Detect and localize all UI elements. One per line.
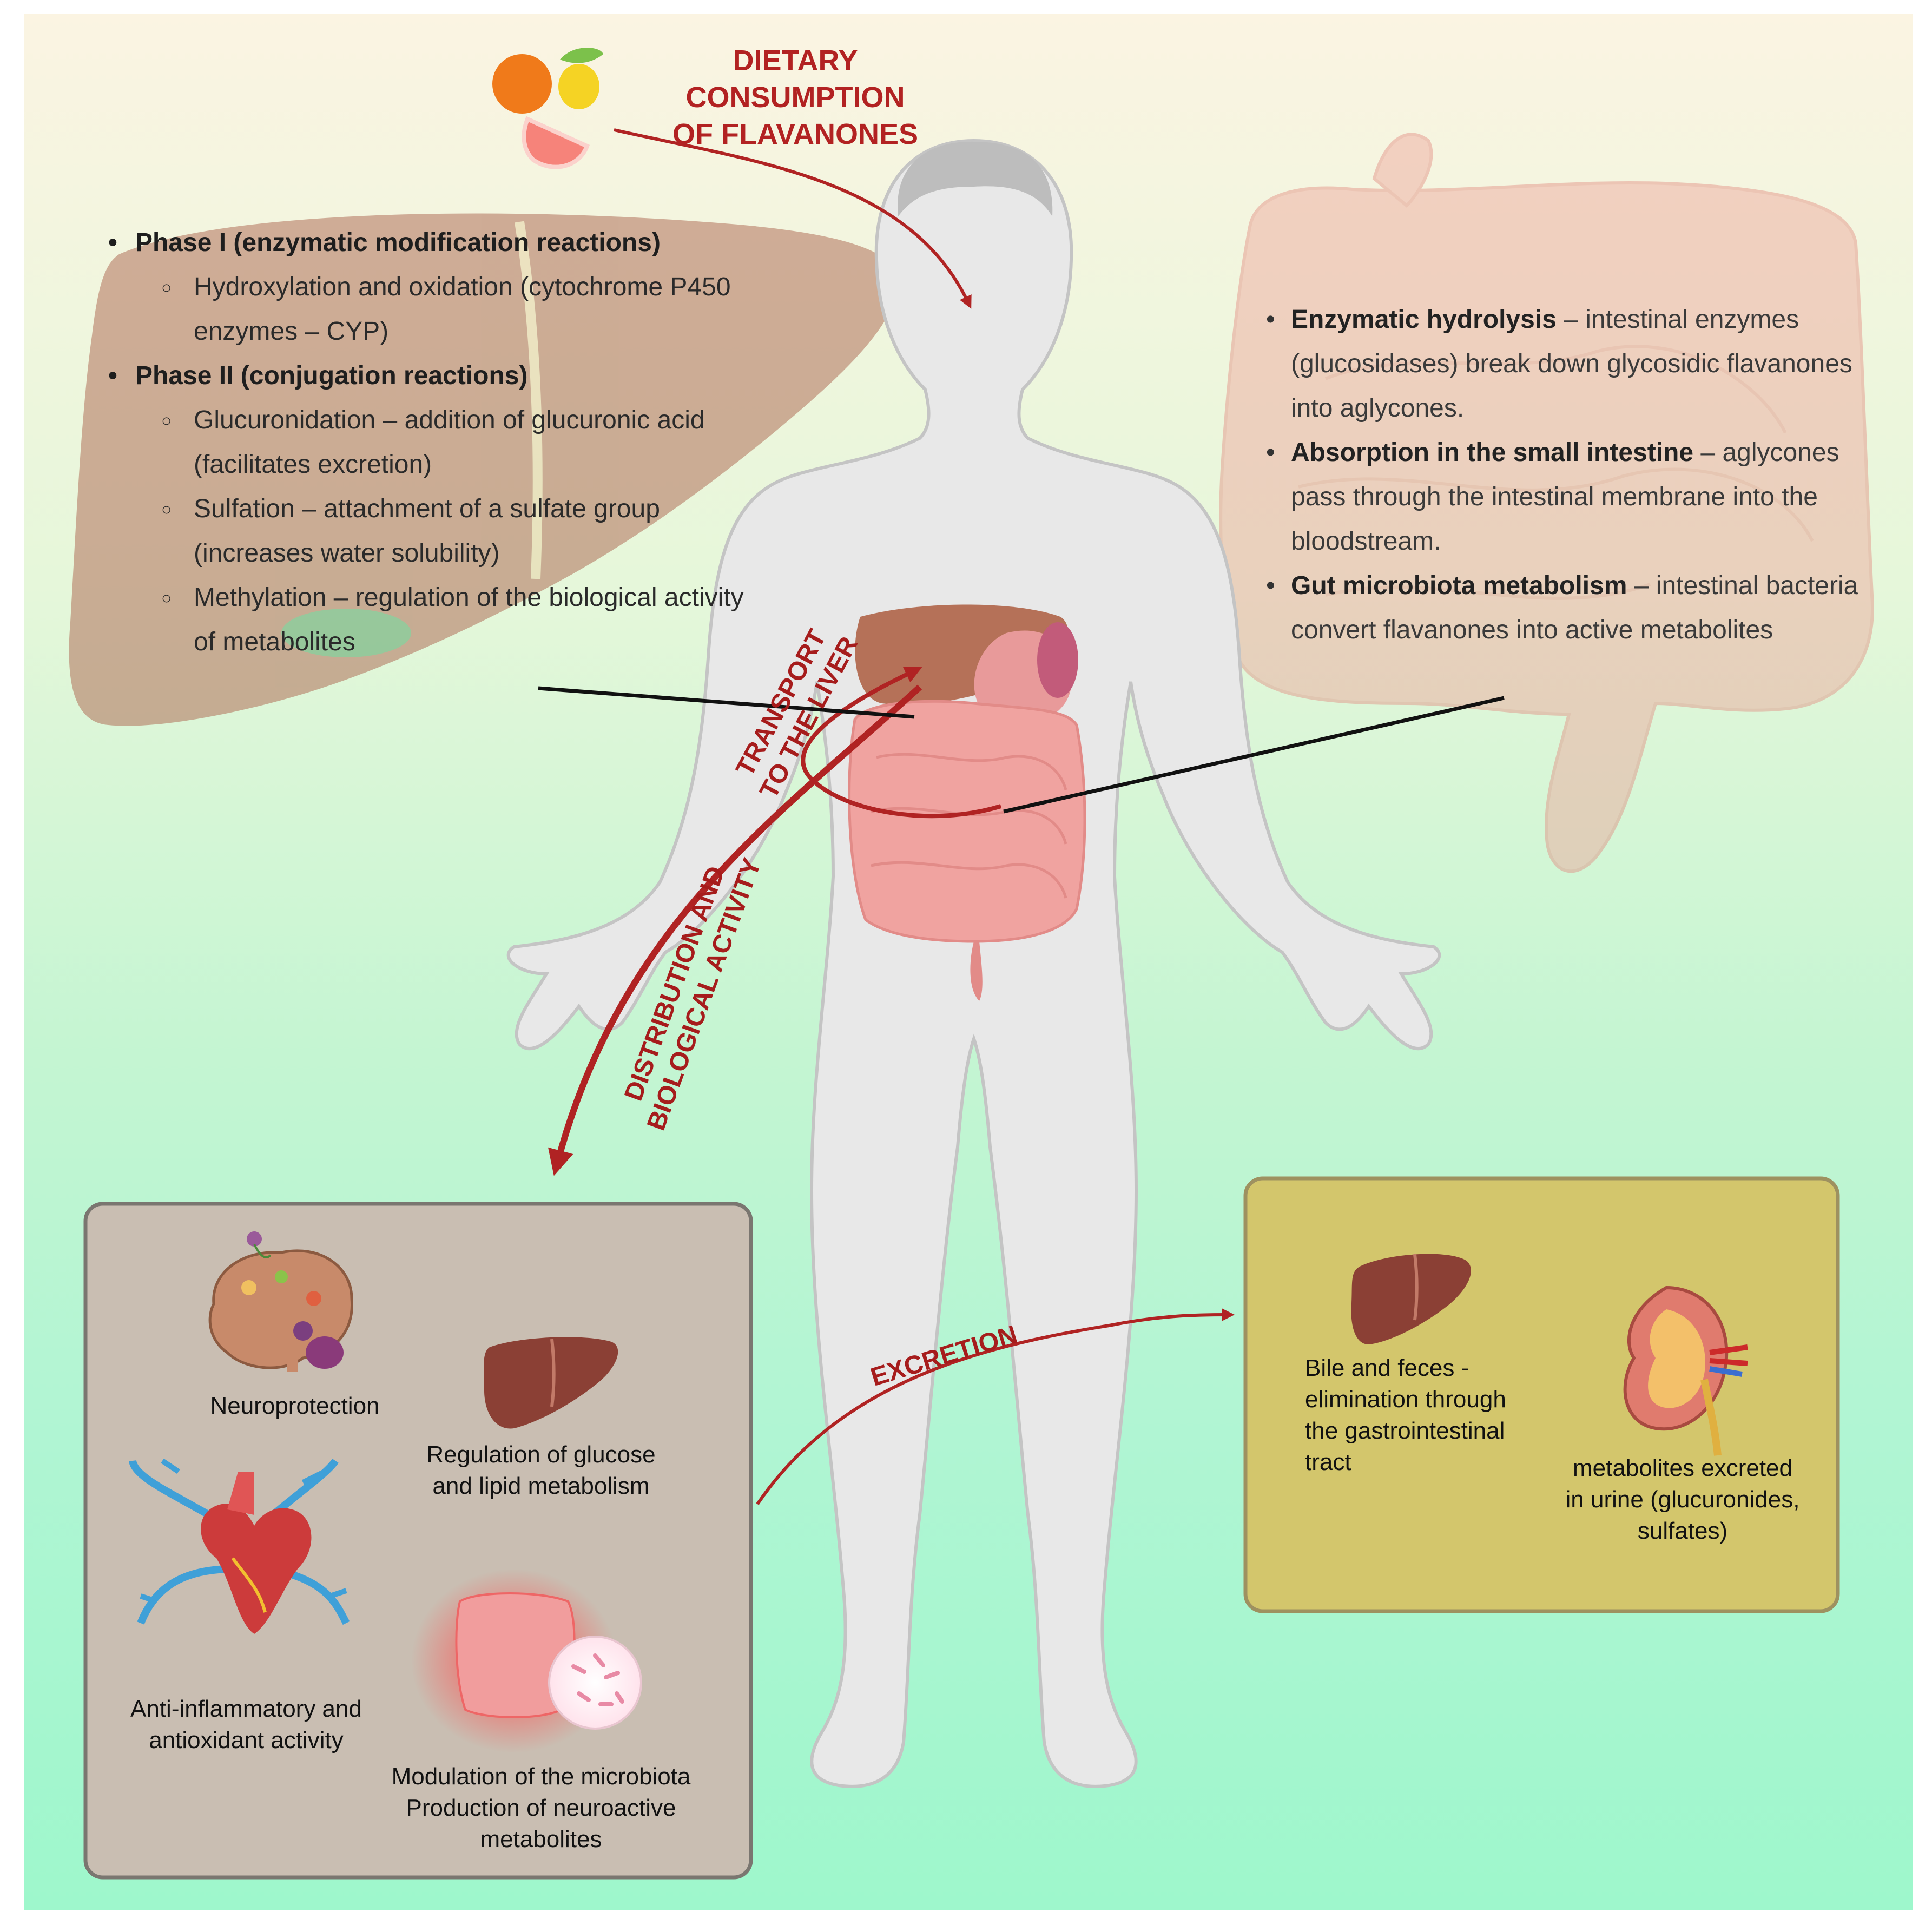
hydrolysis-bold: Enzymatic hydrolysis — [1291, 305, 1557, 334]
absorption-text: – aglycones pass through the intestinal … — [1291, 438, 1839, 556]
caption-neuroprotection: Neuroprotection — [210, 1393, 380, 1419]
caption-microbiota: Modulation of the microbiota Production … — [391, 1763, 691, 1853]
distribution-arrow — [548, 684, 922, 1176]
dietary-arrow — [614, 128, 972, 309]
liver-icon — [484, 1337, 618, 1429]
excretion-liver-icon — [1351, 1254, 1471, 1344]
intestine-pointer-line — [1003, 696, 1505, 814]
phase2-item-glucuronidation: Glucuronidation – addition of glucuronic… — [103, 398, 752, 487]
diagram-title: DIETARY CONSUMPTION OF FLAVANONES — [672, 44, 918, 150]
caption-urine: metabolites excreted in urine (glucuroni… — [1565, 1455, 1800, 1544]
heart-icon — [129, 1458, 350, 1634]
phase1-heading: Phase I (enzymatic modification reaction… — [103, 221, 752, 265]
absorption-bold: Absorption in the small intestine — [1291, 438, 1694, 467]
caption-glucose-lipid: Regulation of glucose and lipid metaboli… — [426, 1441, 656, 1499]
torso-organs — [848, 604, 1086, 1001]
excretion-arrow — [756, 1308, 1235, 1505]
hydrolysis-text: – intestinal enzymes (glucosidases) brea… — [1291, 305, 1852, 423]
caption-anti-inflammatory: Anti-inflammatory and antioxidant activi… — [130, 1696, 362, 1753]
liver-pointer-line — [538, 686, 915, 719]
phase1-item-hydroxylation: Hydroxylation and oxidation (cytochrome … — [103, 265, 752, 354]
intestine-item-hydrolysis: Enzymatic hydrolysis – intestinal enzyme… — [1254, 298, 1876, 431]
intestine-item-absorption: Absorption in the small intestine – agly… — [1254, 431, 1876, 564]
brain-icon — [208, 1231, 353, 1372]
microbiota-text: – intestinal bacteria convert flavanones… — [1291, 571, 1858, 644]
intestine-item-microbiota: Gut microbiota metabolism – intestinal b… — [1254, 564, 1876, 652]
kidney-icon — [1623, 1285, 1748, 1456]
hair — [898, 141, 1053, 216]
caption-bile-feces: Bile and feces - elimination through the… — [1305, 1355, 1506, 1475]
liver-metabolism-list: Phase I (enzymatic modification reaction… — [103, 221, 752, 664]
microbiota-bold: Gut microbiota metabolism — [1291, 571, 1627, 600]
intestine-metabolism-list: Enzymatic hydrolysis – intestinal enzyme… — [1254, 298, 1876, 652]
fruit-icon — [492, 48, 603, 169]
phase2-item-methylation: Methylation – regulation of the biologic… — [103, 576, 752, 664]
phase2-heading: Phase II (conjugation reactions) — [103, 354, 752, 398]
microbiota-icon — [411, 1569, 642, 1753]
phase2-item-sulfation: Sulfation – attachment of a sulfate grou… — [103, 487, 752, 576]
